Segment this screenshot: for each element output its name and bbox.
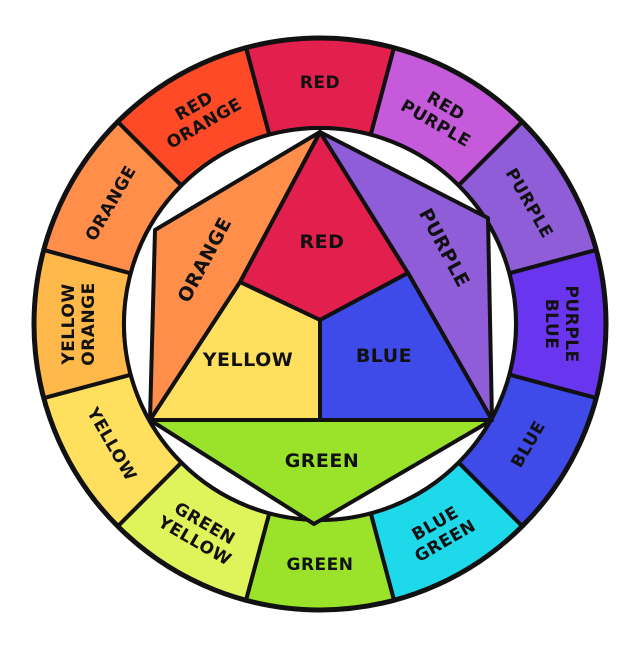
inner-pentagon: RED PURPLE BLUE GREEN YELLOW ORANGE bbox=[148, 130, 494, 526]
inner-label-blue: BLUE bbox=[356, 345, 412, 367]
ring-segment-label: YELLOWORANGE bbox=[59, 282, 99, 366]
ring-segment-label: PURPLEBLUE bbox=[541, 285, 581, 362]
outer-ring: REDREDPURPLEPURPLEPURPLEBLUEBLUEBLUEGREE… bbox=[31, 35, 609, 613]
inner-label-red: RED bbox=[300, 231, 345, 253]
ring-segment-label: GREEN bbox=[287, 555, 354, 575]
inner-label-yellow: YELLOW bbox=[202, 349, 293, 371]
outer-ring-outline bbox=[31, 35, 609, 613]
inner-label-green: GREEN bbox=[285, 450, 360, 472]
ring-segment-label: RED bbox=[300, 73, 340, 93]
inner-segment-orange bbox=[148, 130, 322, 422]
